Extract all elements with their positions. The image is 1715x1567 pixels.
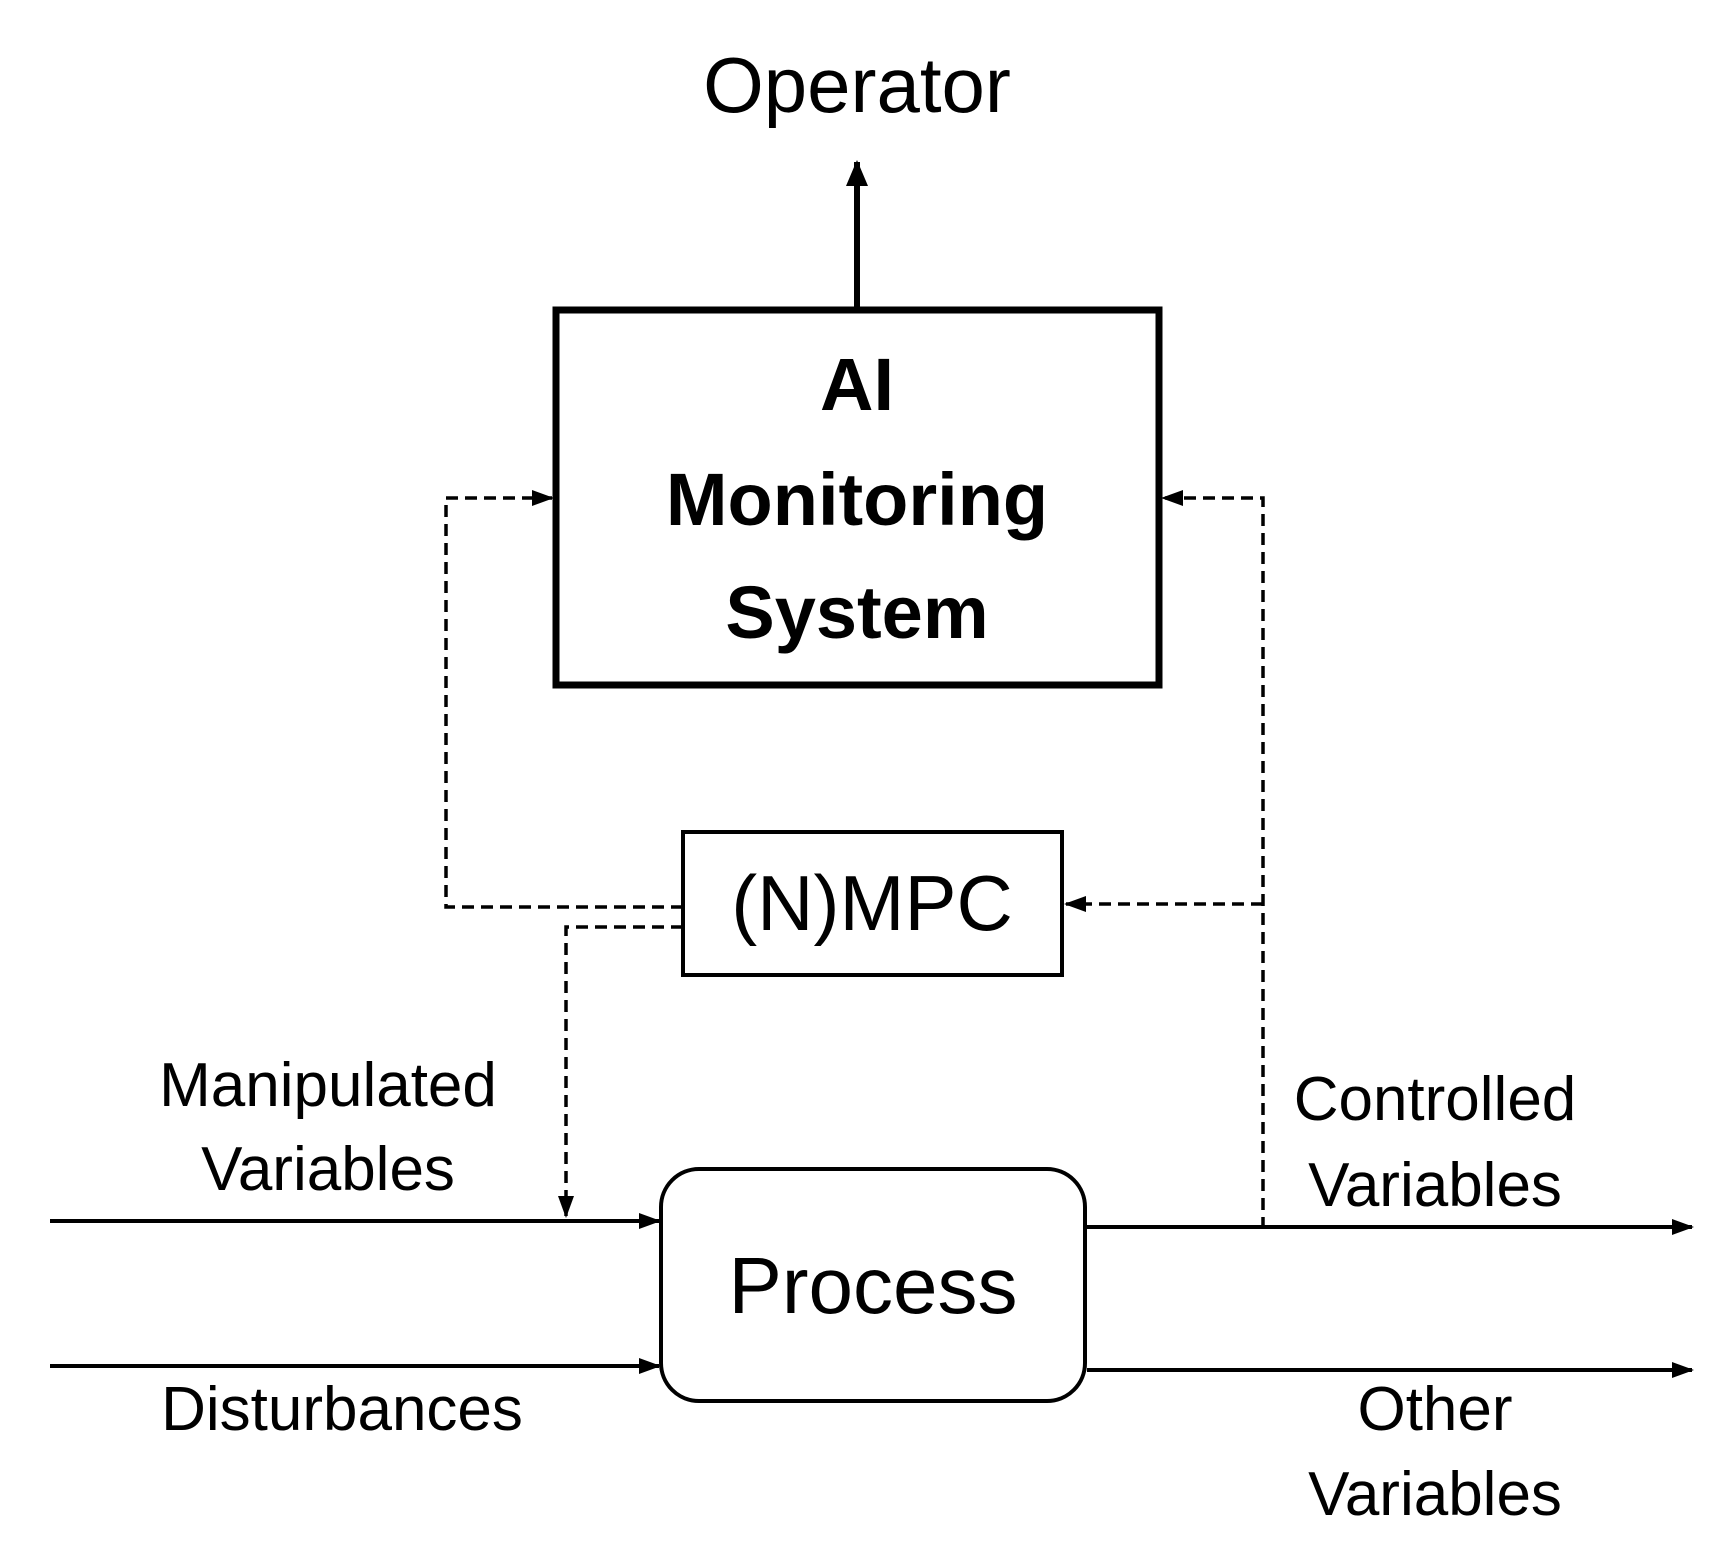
manipulated-label-line1: Manipulated: [159, 1051, 497, 1120]
controlled-label-line1: Controlled: [1294, 1065, 1577, 1134]
process-box: [659, 1167, 1087, 1403]
ai-monitoring-system-box: [552, 306, 1163, 689]
nmpc-controller-box: [681, 830, 1064, 977]
manipulated-label-line2: Variables: [201, 1135, 455, 1204]
nmpc-to-ai-dashed-arrow: [444, 490, 683, 909]
other-label-line2: Variables: [1308, 1460, 1562, 1529]
disturbances-label: Disturbances: [161, 1375, 523, 1444]
ai-monitoring-line3: System: [725, 571, 988, 654]
nmpc-to-manipulated-dashed-arrow: [558, 925, 683, 1218]
operator-label: Operator: [703, 41, 1011, 129]
process-label: Process: [729, 1241, 1018, 1330]
nmpc-label: (N)MPC: [731, 859, 1013, 947]
controlled-to-ai-dashed-arrow: [1161, 490, 1265, 1229]
controlled-label-line2: Variables: [1308, 1151, 1562, 1220]
other-label-line1: Other: [1357, 1375, 1512, 1444]
ai-monitoring-line1: AI: [820, 343, 894, 426]
ai-monitoring-line2: Monitoring: [666, 458, 1048, 541]
